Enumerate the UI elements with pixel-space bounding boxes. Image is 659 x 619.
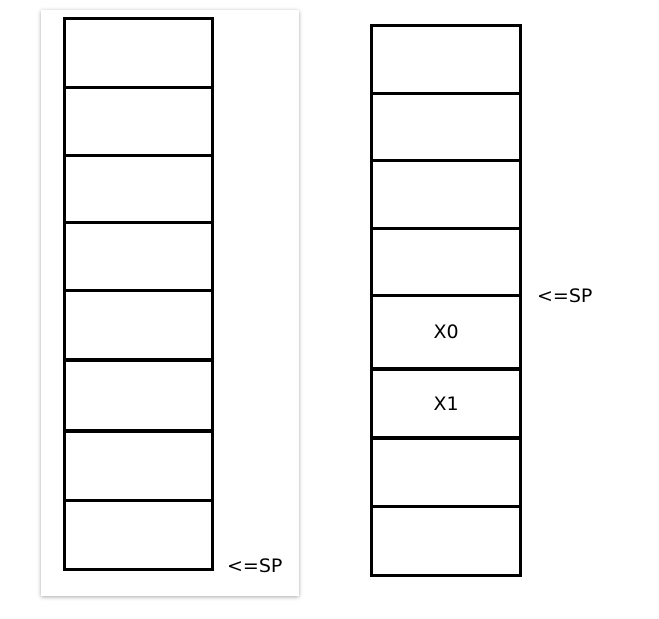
- stack-after-cell-2: [373, 159, 519, 227]
- stack-after-cell-7: [373, 505, 519, 577]
- stack-before-cell-3: [66, 221, 211, 289]
- stack-before: [63, 17, 214, 571]
- stack-before-cell-5: [66, 358, 211, 429]
- stack-after-cell-5: X1: [373, 367, 519, 436]
- stack-before-cell-6: [66, 429, 211, 499]
- before-panel: [41, 10, 299, 596]
- stack-before-cell-2: [66, 154, 211, 221]
- stack-before-cell-0: [66, 17, 211, 86]
- stack-after-cell-3: [373, 227, 519, 294]
- stack-after-cell-6: [373, 436, 519, 505]
- stack-before-cell-7: [66, 499, 211, 571]
- stack-before-cell-1: [66, 86, 211, 154]
- stack-after-cell-1: [373, 92, 519, 159]
- stack-pointer-label-after: <=SP: [537, 285, 593, 307]
- stack-after: X0 X1: [370, 24, 522, 577]
- stack-before-cell-4: [66, 289, 211, 358]
- stack-after-cell-0: [373, 24, 519, 92]
- stack-pointer-label-before: <=SP: [227, 555, 283, 577]
- stack-after-cell-4: X0: [373, 294, 519, 367]
